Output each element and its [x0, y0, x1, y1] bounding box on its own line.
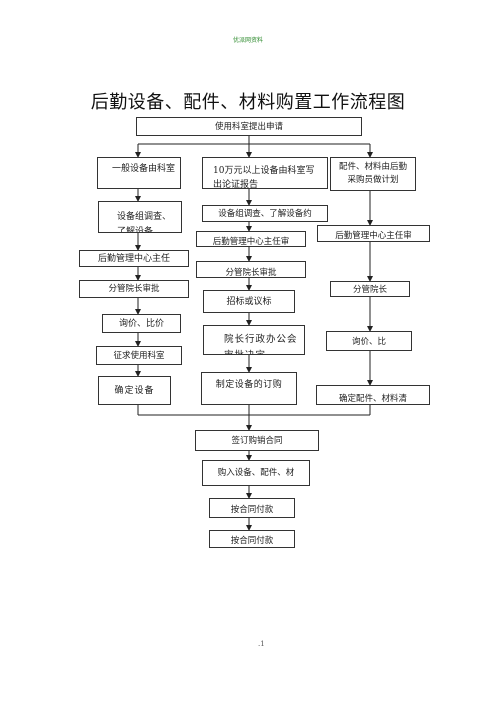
node-right-3: 分管院长 [330, 281, 410, 297]
page-number: .1 [258, 640, 265, 648]
node-left-6: 征求使用科室 [96, 346, 182, 365]
node-right-1: 配件、材料由后勤采购员做计划 [330, 157, 416, 191]
page-title: 后勤设备、配件、材料购置工作流程图 [90, 92, 406, 113]
node-bottom-1: 签订购销合同 [195, 430, 319, 451]
node-right-4: 询价、比 [326, 331, 412, 351]
header-watermark: 优派网资料 [232, 37, 263, 44]
node-mid-7: 制定设备的订购 [201, 372, 297, 405]
node-right-5: 确定配件、材料清 [316, 385, 430, 405]
node-left-7: 确定设备 [98, 376, 171, 405]
node-mid-2: 设备组调查、了解设备约 [202, 205, 328, 222]
node-right-2: 后勤管理中心主任审 [317, 225, 430, 242]
node-mid-5: 招标或议标 [203, 290, 295, 313]
node-bottom-3: 按合同付款 [209, 498, 295, 518]
node-bottom-4: 按合同付款 [209, 530, 295, 548]
node-mid-3: 后勤管理中心主任审 [196, 231, 306, 247]
node-left-2: 设备组调查、了解设备 [98, 201, 182, 233]
node-mid-4: 分管院长审批 [196, 261, 306, 278]
node-left-5: 询价、比价 [102, 314, 181, 333]
node-bottom-2: 购入设备、配件、材 [202, 460, 310, 486]
node-mid-1: 10万元以上设备由科室写出论证报告 [202, 157, 328, 189]
node-mid-6: 院长行政办公会审批决定 [203, 325, 305, 355]
node-left-3: 后勤管理中心主任 [79, 250, 189, 267]
node-start: 使用科室提出申请 [136, 117, 362, 136]
node-left-4: 分管院长审批 [79, 280, 189, 298]
node-left-1: 一般设备由科室 [97, 157, 181, 189]
